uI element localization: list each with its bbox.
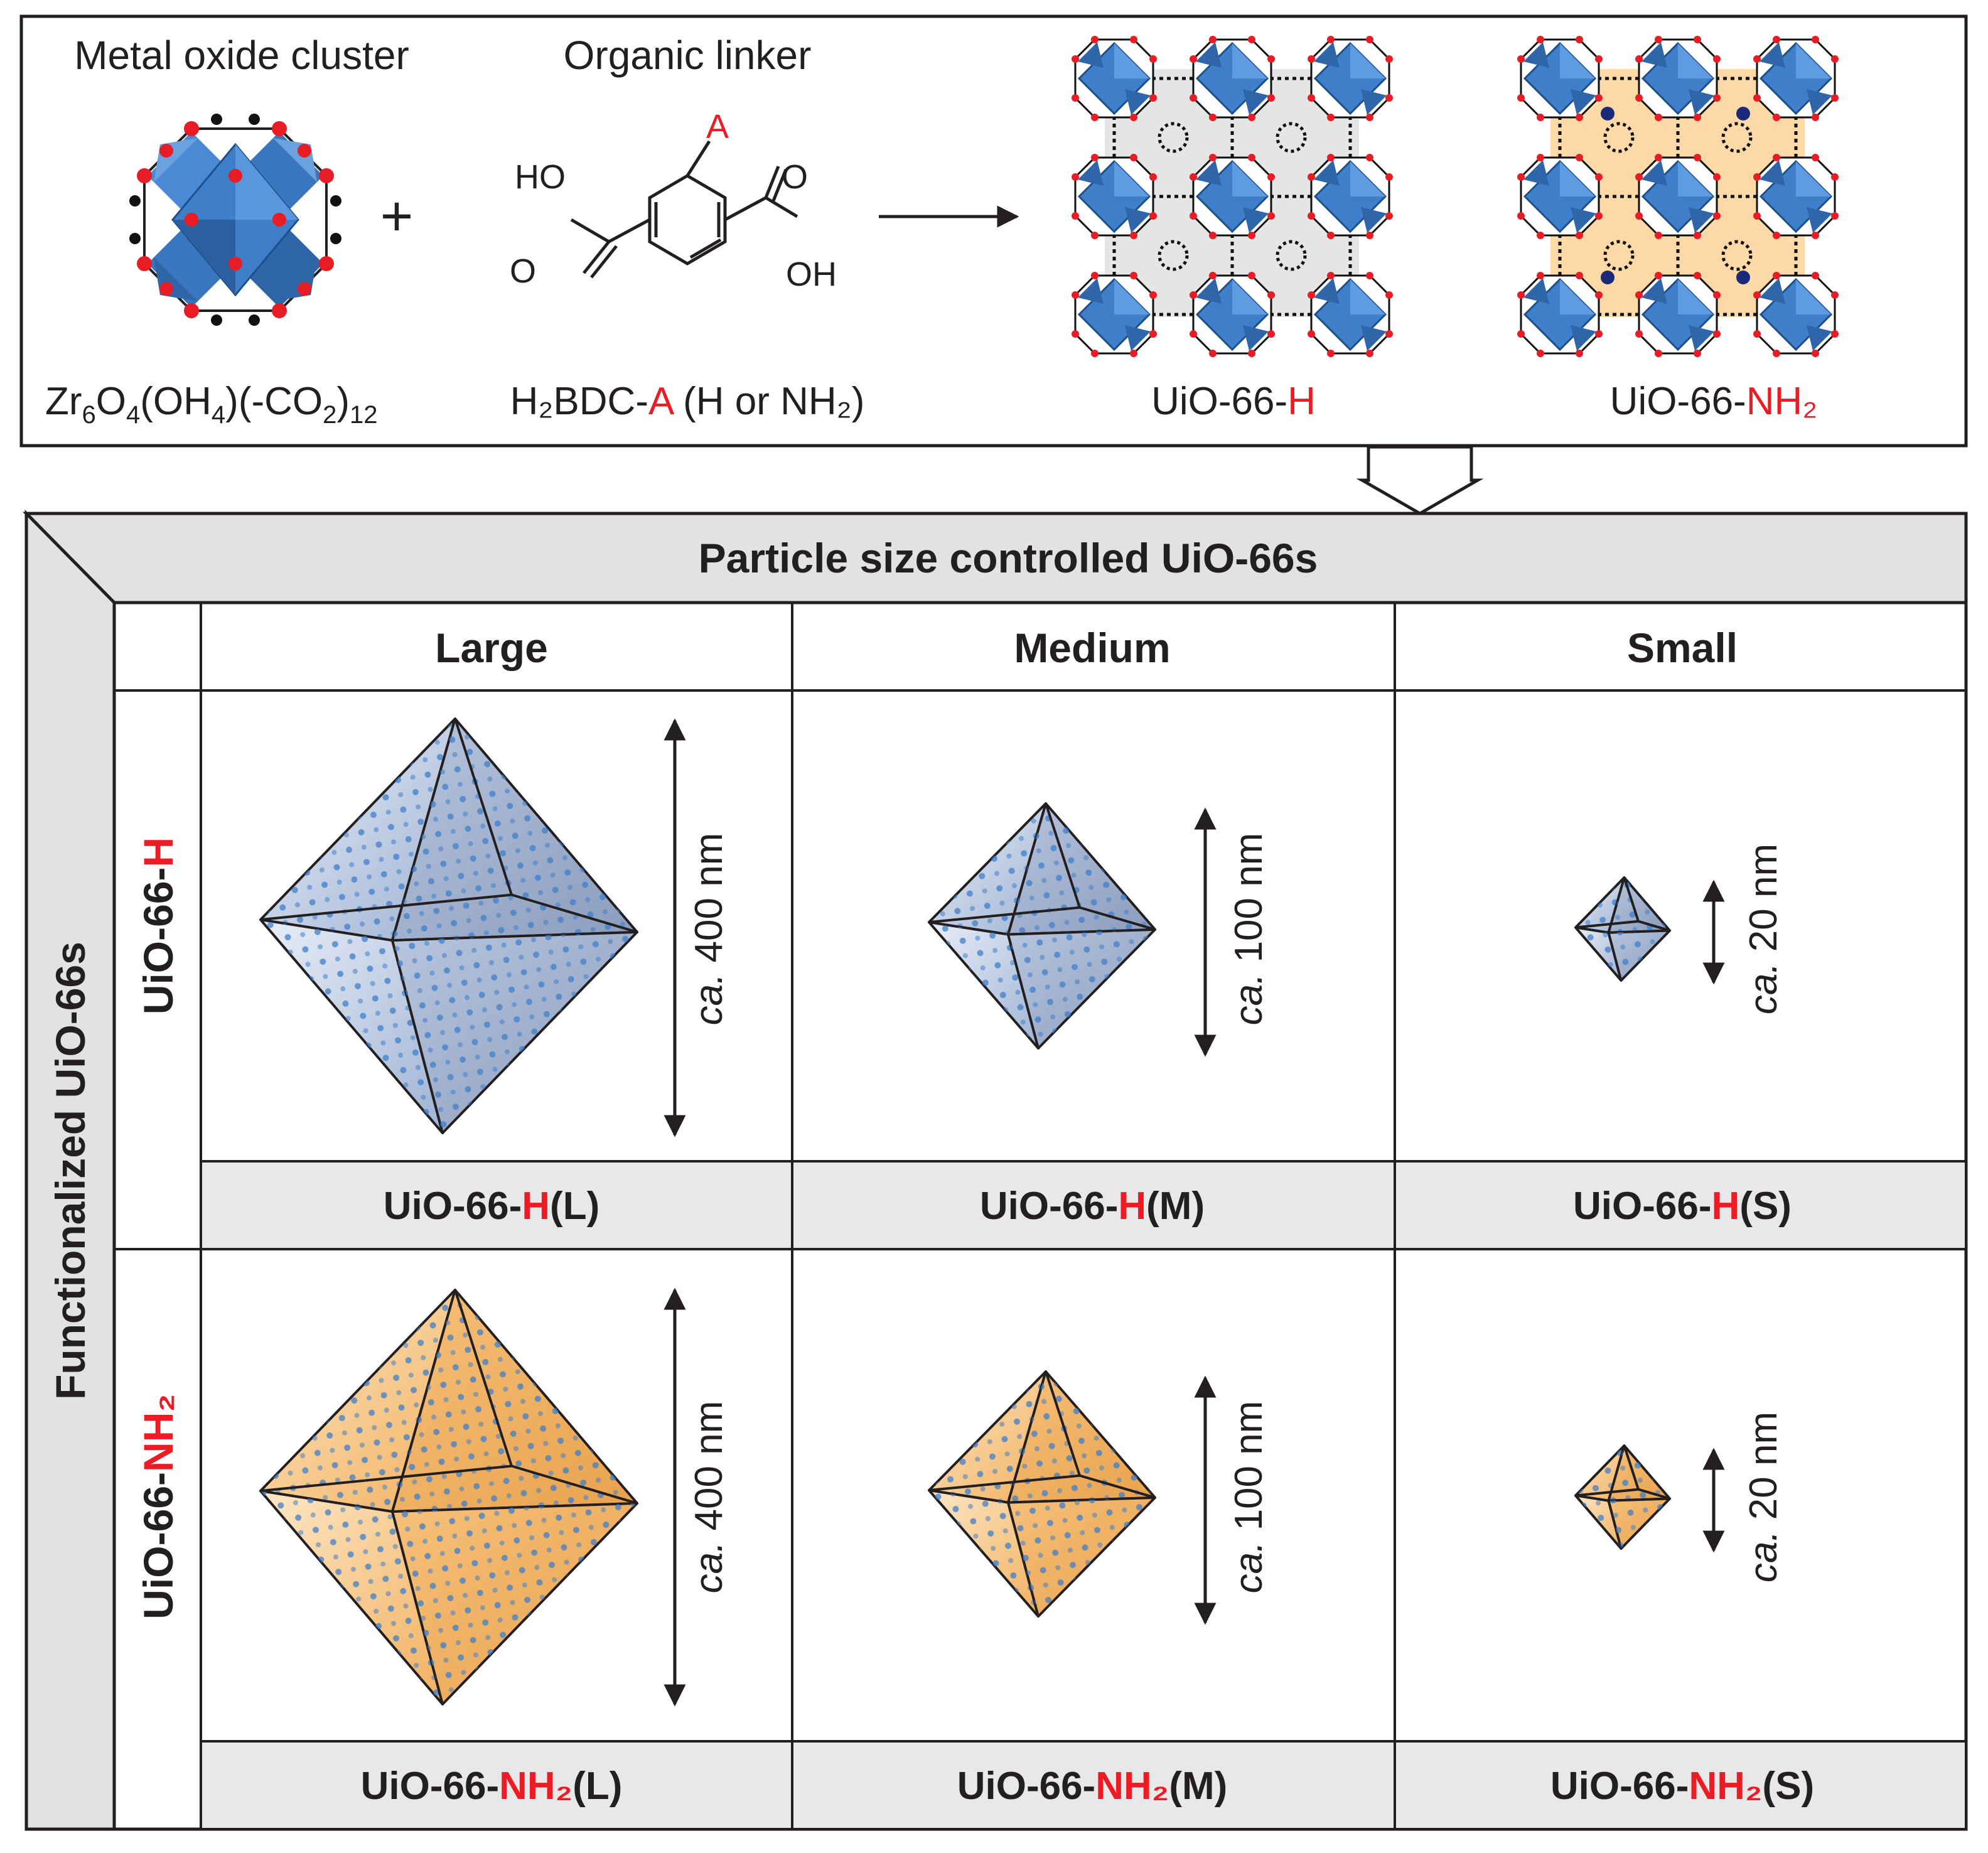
- octahedron-nh2-l: [259, 1289, 638, 1705]
- organic-linker-structure: [570, 140, 798, 279]
- size-label-nh2-l: ca. 400 nm: [687, 1401, 731, 1594]
- framework-cluster-node: [1517, 154, 1603, 239]
- framework-cluster-node: [1190, 36, 1275, 121]
- size-label-h-s: ca. 20 nm: [1742, 844, 1785, 1014]
- sample-name-nh2-s: UiO-66-NH₂(S): [1550, 1764, 1814, 1808]
- down-arrow-icon: [1356, 445, 1484, 515]
- uio-66-nh2-label: UiO-66-NH₂: [1610, 380, 1818, 423]
- cluster-formula: Zr6O4(OH4)(-CO2)12: [45, 380, 378, 429]
- octahedron-nh2-m: [928, 1370, 1156, 1618]
- framework-cluster-node: [1753, 272, 1839, 357]
- framework-cluster-node: [1635, 154, 1721, 239]
- framework-cluster-node: [1190, 154, 1275, 239]
- size-label-nh2-m: ca. 100 nm: [1227, 1401, 1271, 1594]
- size-label-nh2-s: ca. 20 nm: [1742, 1412, 1785, 1582]
- framework-cluster-node: [1635, 272, 1721, 357]
- particle-size-table: Particle size controlled UiO-66s Functio…: [23, 509, 1968, 1831]
- framework-cluster-node: [1072, 36, 1157, 121]
- sample-name-h-m: UiO-66-H(M): [980, 1184, 1205, 1228]
- linker-ho: HO: [515, 158, 566, 196]
- name-band-row-1: [200, 1160, 1967, 1250]
- cluster-label: Metal oxide cluster: [74, 33, 409, 78]
- column-header-small: Small: [1627, 625, 1738, 671]
- framework-cluster-node: [1072, 154, 1157, 239]
- framework-cluster-node: [1308, 272, 1393, 357]
- linker-name: H₂BDC-A (H or NH₂): [510, 380, 865, 423]
- sample-name-h-l: UiO-66-H(L): [384, 1184, 599, 1228]
- plus-sign: +: [380, 185, 414, 248]
- framework-cluster-node: [1308, 154, 1393, 239]
- uio-66-h-framework-icon: [1072, 36, 1393, 357]
- octahedron-nh2-s: [1574, 1444, 1671, 1550]
- size-label-h-m: ca. 100 nm: [1227, 833, 1271, 1026]
- framework-cluster-node: [1308, 36, 1393, 121]
- column-header-large: Large: [435, 625, 548, 671]
- row-label-uio-66-h: UiO-66-H: [135, 837, 181, 1014]
- framework-cluster-node: [1753, 154, 1839, 239]
- sample-name-nh2-m: UiO-66-NH₂(M): [957, 1764, 1228, 1808]
- linker-oh: OH: [786, 255, 837, 293]
- uio-66-h-label: UiO-66-H: [1151, 380, 1316, 423]
- linker-o-right: O: [782, 158, 808, 196]
- framework-cluster-node: [1753, 36, 1839, 121]
- side-title: Functionalized UiO-66s: [47, 942, 94, 1400]
- row-label-uio-66-nh2: UiO-66-NH₂: [135, 1394, 181, 1619]
- sample-name-h-s: UiO-66-H(S): [1573, 1184, 1792, 1228]
- framework-cluster-node: [1190, 272, 1275, 357]
- size-label-h-l: ca. 400 nm: [687, 833, 731, 1026]
- octahedron-h-m: [928, 802, 1156, 1050]
- sample-name-nh2-l: UiO-66-NH₂(L): [361, 1764, 623, 1808]
- octahedron-h-s: [1574, 876, 1671, 982]
- table-title: Particle size controlled UiO-66s: [699, 535, 1318, 581]
- linker-substituent: A: [706, 108, 729, 146]
- linker-o-left: O: [510, 252, 536, 290]
- framework-cluster-node: [1517, 272, 1603, 357]
- octahedron-h-l: [259, 717, 638, 1134]
- linker-label: Organic linker: [564, 33, 812, 78]
- uio-66-nh2-framework-icon: [1517, 36, 1839, 357]
- metal-oxide-cluster-icon: [129, 114, 341, 326]
- framework-cluster-node: [1517, 36, 1603, 121]
- framework-cluster-node: [1072, 272, 1157, 357]
- column-header-medium: Medium: [1014, 625, 1170, 671]
- framework-cluster-node: [1635, 36, 1721, 121]
- name-band-row-2: [200, 1740, 1967, 1830]
